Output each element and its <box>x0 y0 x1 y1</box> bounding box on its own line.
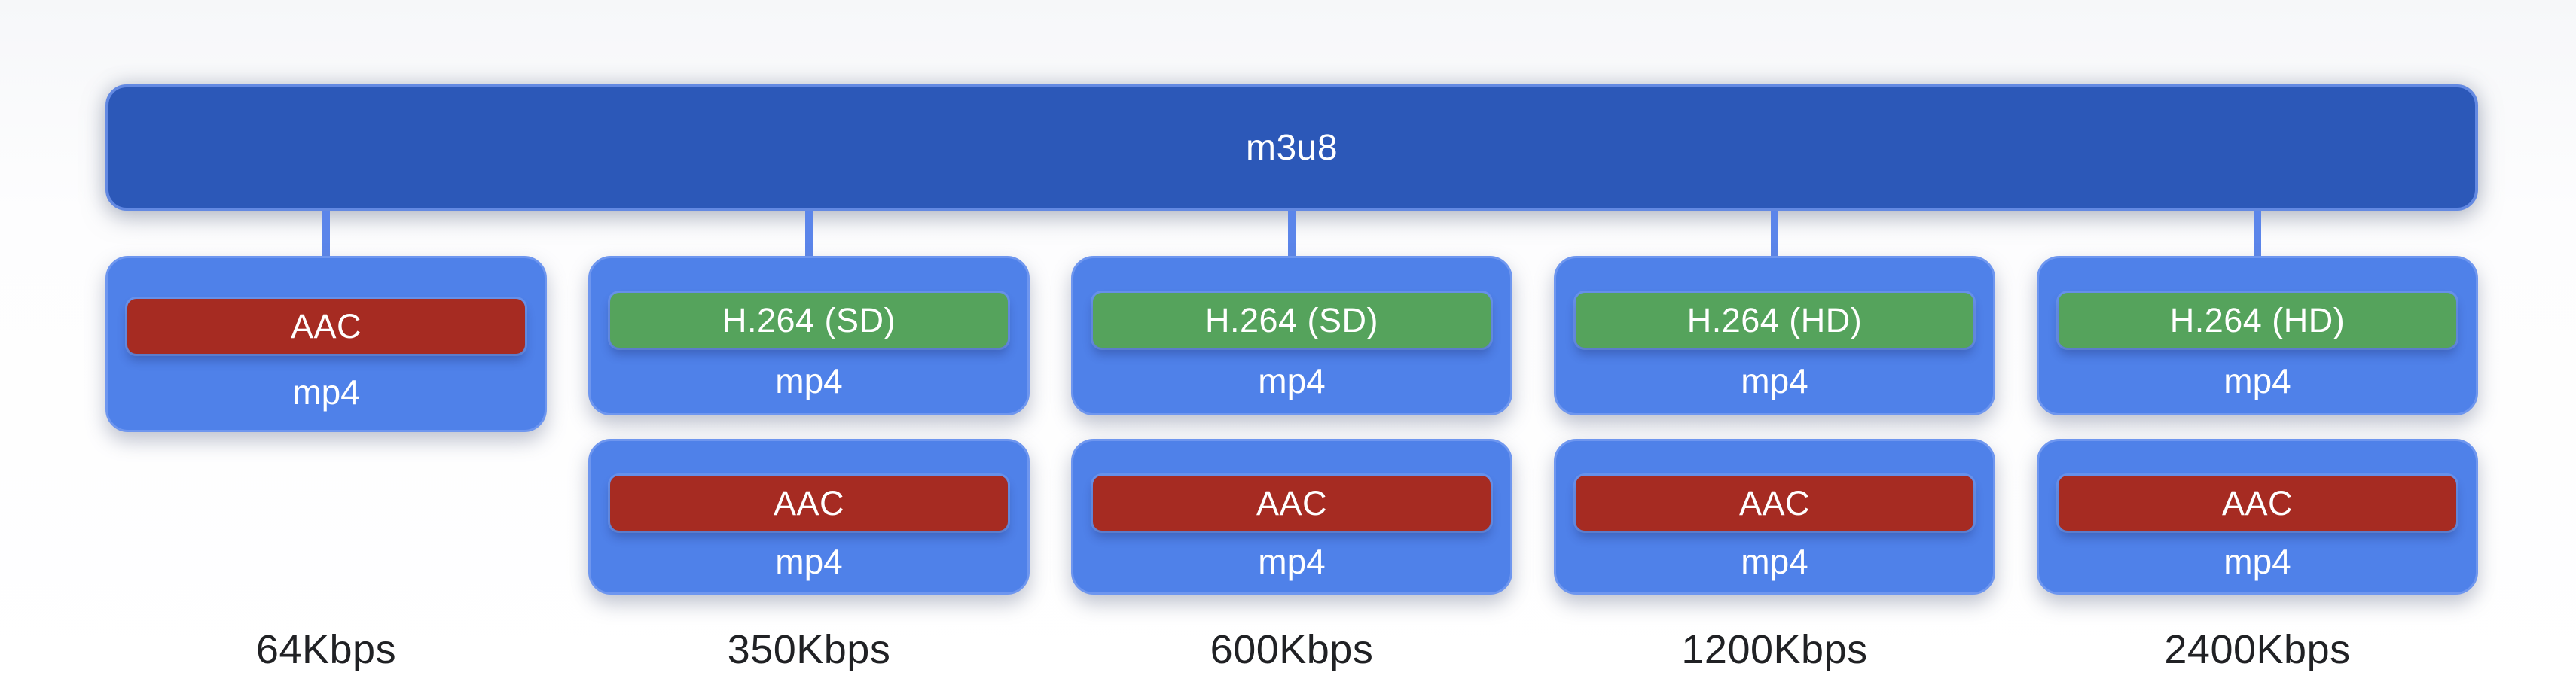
variant-column-2400kbps: H.264 (HD) mp4 AAC mp4 <box>2037 211 2478 595</box>
variant-column-600kbps: H.264 (SD) mp4 AAC mp4 <box>1071 211 1512 595</box>
codec-badge: AAC <box>127 299 525 354</box>
codec-badge: AAC <box>1093 476 1491 531</box>
connector-line <box>1771 211 1778 256</box>
stream-box: H.264 (SD) mp4 <box>588 256 1030 415</box>
stream-box: H.264 (HD) mp4 <box>2037 256 2478 415</box>
bitrate-label: 600Kbps <box>1210 627 1374 672</box>
codec-badge: H.264 (SD) <box>610 293 1008 348</box>
codec-badge: H.264 (HD) <box>1576 293 1973 348</box>
codec-badge: H.264 (SD) <box>1093 293 1491 348</box>
codec-badge: H.264 (HD) <box>2059 293 2456 348</box>
connector-line <box>2254 211 2261 256</box>
container-label: mp4 <box>292 372 360 412</box>
stream-box: AAC mp4 <box>1554 439 1995 595</box>
container-label: mp4 <box>1741 542 1808 581</box>
variant-column-1200kbps: H.264 (HD) mp4 AAC mp4 <box>1554 211 1995 595</box>
container-label: mp4 <box>2223 542 2291 581</box>
connector-line <box>1288 211 1296 256</box>
bitrate-label: 350Kbps <box>727 627 891 672</box>
connector-line <box>805 211 813 256</box>
stream-box: AAC mp4 <box>1071 439 1512 595</box>
codec-badge: AAC <box>2059 476 2456 531</box>
variant-column-350kbps: H.264 (SD) mp4 AAC mp4 <box>588 211 1030 595</box>
stream-box: H.264 (SD) mp4 <box>1071 256 1512 415</box>
bitrate-label: 64Kbps <box>255 627 397 672</box>
container-label: mp4 <box>2223 361 2291 400</box>
variant-columns: AAC mp4 H.264 (SD) mp4 AAC mp4 H.264 (SD… <box>105 211 2478 595</box>
stream-box: AAC mp4 <box>2037 439 2478 595</box>
bitrate-label: 2400Kbps <box>2164 627 2351 672</box>
m3u8-master-node: m3u8 <box>105 84 2478 211</box>
container-label: mp4 <box>775 542 843 581</box>
stream-box: AAC mp4 <box>588 439 1030 595</box>
container-label: mp4 <box>1741 361 1808 400</box>
m3u8-label: m3u8 <box>1245 127 1338 168</box>
codec-badge: AAC <box>1576 476 1973 531</box>
stream-box: AAC mp4 <box>105 256 547 432</box>
stream-box: H.264 (HD) mp4 <box>1554 256 1995 415</box>
bitrate-label: 1200Kbps <box>1681 627 1868 672</box>
codec-badge: AAC <box>610 476 1008 531</box>
container-label: mp4 <box>1258 542 1326 581</box>
container-label: mp4 <box>1258 361 1326 400</box>
bitrate-labels-row: 64Kbps 350Kbps 600Kbps 1200Kbps 2400Kbps <box>105 629 2478 670</box>
variant-column-64kbps: AAC mp4 <box>105 211 547 595</box>
connector-line <box>322 211 330 256</box>
container-label: mp4 <box>775 361 843 400</box>
